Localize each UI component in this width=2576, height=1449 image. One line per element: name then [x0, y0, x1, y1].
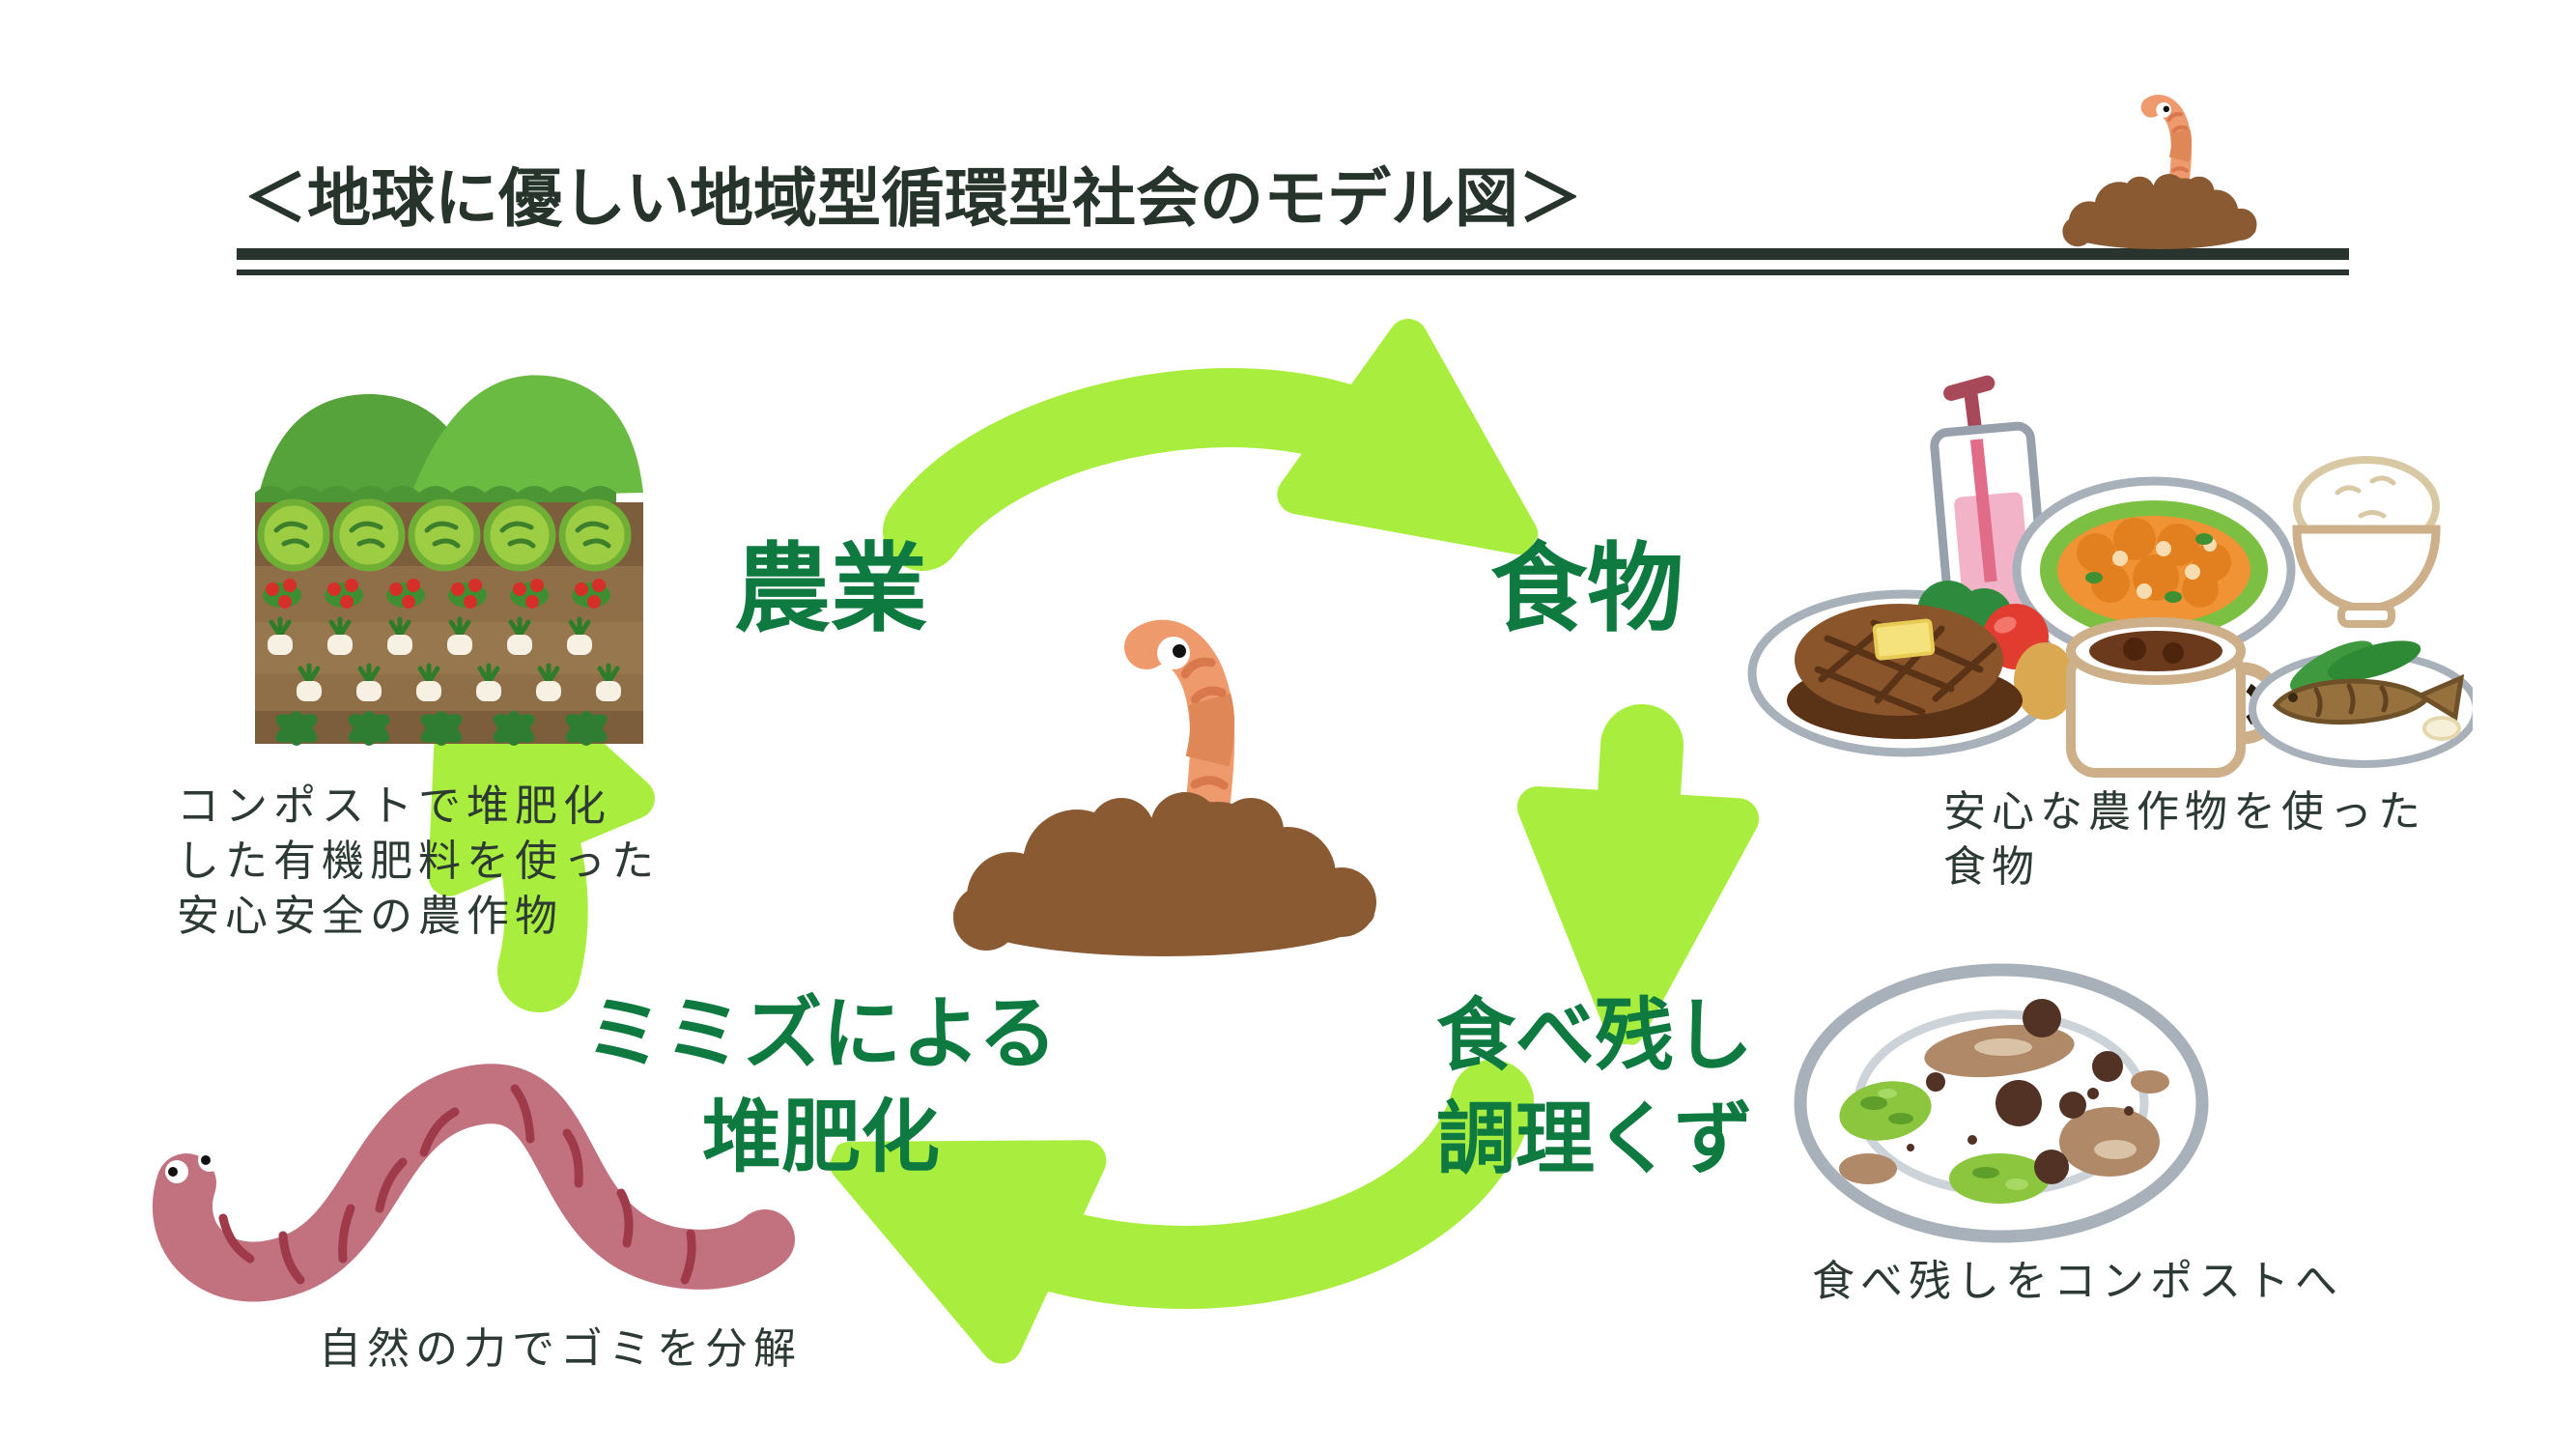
caption-agriculture-line1: コンポストで堆肥化: [177, 782, 611, 830]
rice-bowl-icon: [2292, 456, 2441, 628]
caption-agriculture-line2: した有機肥料を使った: [177, 838, 660, 885]
cycle-label-leftovers: 食べ残し 調理くず: [1436, 985, 1753, 1191]
coffee-cup-icon: [2066, 617, 2284, 778]
caption-food-line2: 食物: [1943, 843, 2040, 891]
cycle-label-compost-line1: ミミズによる: [584, 990, 1058, 1078]
vegetable-field-illustration: [255, 375, 643, 746]
cycle-label-leftovers-line2: 調理くず: [1436, 1094, 1754, 1183]
cycle-label-leftovers-line1: 食べ残し: [1436, 992, 1754, 1080]
caption-leftovers: 食べ残しをコンポストへ: [1812, 1258, 2343, 1305]
cycle-label-compost: ミミズによる 堆肥化: [580, 983, 1062, 1189]
fish-plate-icon: [2249, 640, 2473, 768]
title-rule-bottom: [237, 270, 2349, 275]
arrow-leftovers-to-compost: [985, 1060, 1534, 1267]
worm-in-compost-illustration: [932, 578, 1396, 964]
caption-food: 安心な農作物を使った 食物: [1943, 784, 2426, 895]
steak-plate-icon: [1747, 581, 2076, 757]
meal-set-illustration: [1747, 375, 2473, 778]
arrow-compost-to-agriculture: [517, 778, 547, 1012]
caption-agriculture-line3: 安心安全の農作物: [177, 893, 563, 940]
stirfry-plate-icon: [2012, 476, 2296, 664]
cycle-label-compost-line2: 堆肥化: [701, 1093, 940, 1181]
caption-food-line1: 安心な農作物を使った: [1943, 788, 2426, 836]
page-title: ＜地球に優しい地域型循環型社会のモデル図＞: [243, 162, 1582, 234]
cycle-label-agriculture: 農業: [734, 535, 927, 643]
cycle-label-food: 食物: [1490, 535, 1684, 643]
arrow-food-to-leftovers: [1634, 704, 1642, 877]
caption-decompose: 自然の力でゴミを分解: [319, 1325, 802, 1373]
leftovers-plate-illustration: [1794, 963, 2209, 1243]
title-rule-top: [237, 248, 2349, 260]
caption-agriculture: コンポストで堆肥化 した有機肥料を使った 安心安全の農作物: [177, 779, 660, 944]
arrow-agriculture-to-food: [883, 408, 1402, 571]
earthworm-illustration: [153, 1064, 795, 1302]
